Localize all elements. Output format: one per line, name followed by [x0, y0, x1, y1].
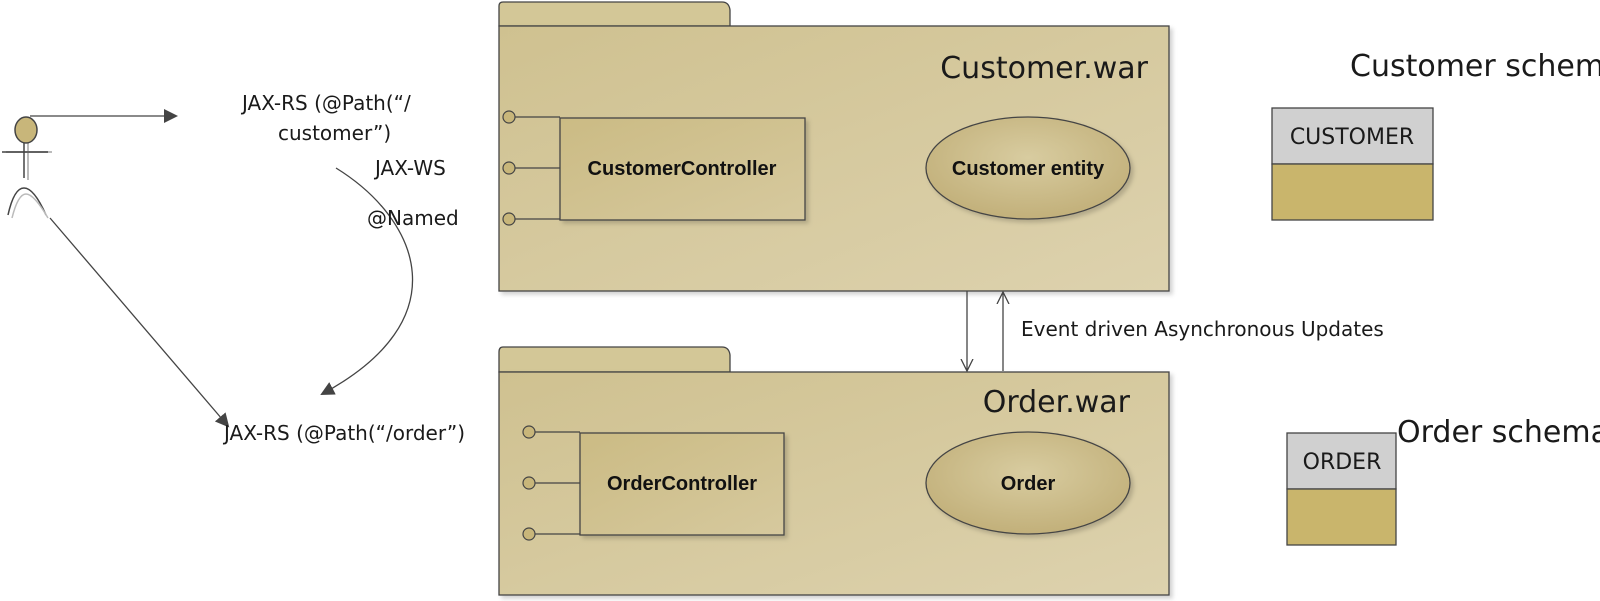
customer-table-header [1271, 107, 1434, 165]
order-schema: Order schema ORDER [1286, 415, 1600, 546]
jaxrs-order-label: JAX-RS (@Path(“/order”) [222, 421, 465, 445]
customer-controller-ports [502, 110, 560, 226]
order-table-label: ORDER [1303, 450, 1382, 475]
jaxrs-customer-label-line1: JAX-RS (@Path(“/ [240, 91, 411, 115]
jaxws-curve-arrow [320, 167, 414, 395]
customer-table-body [1271, 163, 1434, 221]
customer-controller-label: CustomerController [588, 158, 777, 180]
order-entity-label: Order [1001, 473, 1056, 495]
order-entity-oval [925, 431, 1131, 535]
jaxws-label: JAX-WS [373, 156, 446, 180]
actor-icon [2, 116, 52, 219]
order-controller-ports [522, 425, 580, 541]
customer-table-label: CUSTOMER [1290, 125, 1414, 150]
customer-schema-title: Customer schema [1350, 49, 1600, 84]
customer-entity-oval [925, 116, 1131, 220]
customer-war-title: Customer.war [940, 51, 1148, 86]
order-table-body [1286, 488, 1397, 546]
customer-entity-label: Customer entity [952, 158, 1105, 180]
actor-to-order-arrow [49, 217, 230, 428]
customer-war-package: Customer.war CustomerController Customer… [498, 1, 1170, 292]
customer-controller-box [559, 117, 806, 221]
order-war-title: Order.war [983, 385, 1131, 420]
order-table-header [1286, 432, 1397, 490]
order-schema-title: Order schema [1397, 415, 1600, 450]
event-updates-label: Event driven Asynchronous Updates [1021, 317, 1384, 341]
order-war-package: Order.war OrderController Order [498, 346, 1170, 596]
jaxrs-customer-label-line2: customer”) [278, 121, 391, 145]
customer-schema: Customer schema CUSTOMER [1271, 49, 1600, 221]
named-label: @Named [367, 206, 459, 230]
order-controller-box [579, 432, 785, 536]
order-controller-label: OrderController [607, 473, 757, 495]
